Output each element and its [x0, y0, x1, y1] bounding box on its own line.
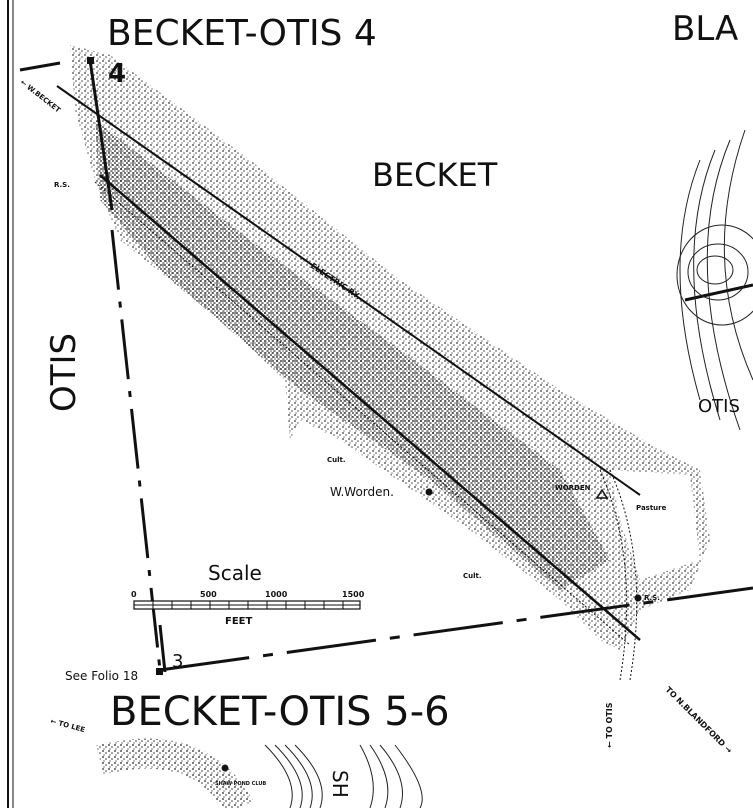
corner-marker-4: [87, 57, 94, 64]
scale-tick-1000: 1000: [265, 590, 288, 599]
forest-area: [70, 45, 710, 650]
scale-title: Scale: [208, 561, 262, 585]
sh-label: SH: [328, 770, 352, 798]
pasture-label: Pasture: [636, 504, 667, 512]
map-border: [7, 0, 14, 808]
rs-marker-icon: [634, 594, 642, 602]
rs-label-top: R.S.: [54, 181, 70, 189]
see-folio-label: See Folio 18: [65, 669, 138, 683]
town-otis-left: OTIS: [44, 333, 84, 412]
contour-bottom: [96, 738, 423, 808]
worden-label: WORDEN: [555, 484, 591, 492]
electric-railway-line: [56, 85, 641, 496]
rs-label-bottom: R.S.: [644, 594, 660, 602]
scale-tick-1500: 1500: [342, 590, 365, 599]
sheet-title-bottom: BECKET-OTIS 5-6: [110, 689, 450, 735]
to-otis-label: ← TO OTIS: [605, 702, 614, 748]
sheet-title-top: BECKET-OTIS 4: [107, 13, 377, 54]
scale-unit: FEET: [225, 616, 252, 627]
worden-triangle-icon: [595, 488, 609, 499]
scale-tick-0: 0: [131, 590, 137, 599]
town-becket: BECKET: [372, 156, 498, 194]
corner-label-4: 4: [108, 59, 126, 89]
boundary-lines: [19, 59, 753, 673]
w-becket-label: ← W.BECKET: [19, 78, 62, 114]
corner-marker-3: [156, 668, 163, 675]
cult-label-1: Cult.: [327, 456, 346, 464]
corner-label-3: 3: [172, 651, 183, 672]
w-worden-label: W.Worden.: [330, 485, 394, 499]
town-otis-right: OTIS: [698, 396, 740, 417]
to-n-blandford-label: TO N.BLANDFORD →: [664, 685, 734, 755]
to-lee-label: ← TO LEE: [49, 717, 86, 734]
contour-hill: [676, 129, 753, 431]
shaw-pond-club-label: SHAW POND CLUB: [215, 781, 266, 787]
w-worden-house-icon: [425, 488, 433, 496]
sheet-title-right-partial: BLA: [672, 9, 738, 49]
scale-bar: Scale 0 500 1000 1500 FEET: [131, 561, 365, 627]
cult-label-2: Cult.: [463, 572, 482, 580]
road: [94, 174, 641, 681]
scale-tick-500: 500: [200, 590, 217, 599]
